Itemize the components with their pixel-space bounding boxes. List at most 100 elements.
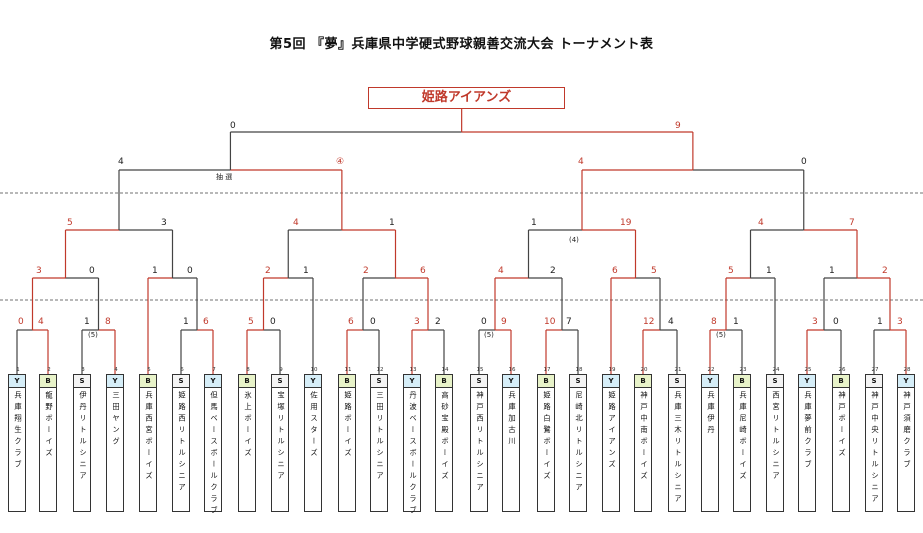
score-label: 0 — [370, 317, 376, 327]
team-league-badge: S — [471, 375, 487, 388]
team-league-badge: S — [173, 375, 189, 388]
team-number: 15 — [476, 367, 484, 373]
team-name: 兵庫尼崎ボーイズ — [739, 391, 748, 483]
score-label: 1 — [877, 317, 883, 327]
team-name: 神戸中南ボーイズ — [640, 391, 649, 483]
team-number: 5 — [147, 367, 151, 373]
score-label: 3 — [36, 266, 42, 276]
team-name: 兵庫三木リトルシニア — [674, 391, 683, 506]
score-label: 0 — [270, 317, 276, 327]
team-number: 7 — [212, 367, 216, 373]
score-label: 7 — [566, 317, 572, 327]
team-number: 10 — [310, 367, 318, 373]
team-name: 伊丹リトルシニア — [79, 391, 88, 483]
score-label: 7 — [849, 218, 855, 228]
score-label: 5 — [651, 266, 657, 276]
score-label: 12 — [643, 317, 655, 327]
score-label: 6 — [420, 266, 426, 276]
score-label: 2 — [265, 266, 271, 276]
score-label: 0 — [187, 266, 193, 276]
page-title: 第5回 『夢』兵庫県中学硬式野球親善交流大会 トーナメント表 — [269, 37, 654, 52]
team-name: 高砂宝殿ボーイズ — [441, 391, 450, 483]
match-note: (5) — [716, 331, 726, 339]
score-label: 10 — [544, 317, 556, 327]
team-name: 丹波ベースボールクラブ — [409, 391, 418, 518]
team-name: 尼崎北リトルシニア — [575, 391, 584, 495]
team-number: 19 — [608, 367, 616, 373]
score-label: 9 — [675, 121, 681, 131]
score-label: 1 — [84, 317, 90, 327]
score-label: 4 — [578, 157, 584, 167]
score-label: 1 — [152, 266, 158, 276]
team-number: 1 — [16, 367, 20, 373]
team-league-badge: B — [339, 375, 355, 388]
team-number: 6 — [180, 367, 184, 373]
team-number: 20 — [640, 367, 648, 373]
score-label: 4 — [118, 157, 124, 167]
score-label: 3 — [161, 218, 167, 228]
team-league-badge: B — [734, 375, 750, 388]
team-league-badge: Y — [898, 375, 914, 388]
team-name: 神戸中央リトルシニア — [871, 391, 880, 506]
team-league-badge: B — [833, 375, 849, 388]
team-number: 12 — [376, 367, 384, 373]
team-league-badge: Y — [9, 375, 25, 388]
match-note: (5) — [484, 331, 494, 339]
team-name: 兵庫西宮ボーイズ — [145, 391, 154, 483]
team-name: 姫路アイアンズ — [608, 391, 617, 472]
team-name: 神戸西リトルシニア — [476, 391, 485, 495]
team-league-badge: B — [40, 375, 56, 388]
score-label: 3 — [897, 317, 903, 327]
team-name: 兵庫伊丹 — [707, 391, 716, 437]
team-league-badge: S — [272, 375, 288, 388]
score-label: ④ — [336, 157, 345, 167]
score-label: 8 — [711, 317, 717, 327]
team-league-badge: S — [669, 375, 685, 388]
team-league-badge: B — [635, 375, 651, 388]
team-league-badge: Y — [503, 375, 519, 388]
team-league-badge: Y — [305, 375, 321, 388]
team-name: 佐用スターズ — [310, 391, 319, 460]
team-name: 三田ヤング — [112, 391, 121, 449]
score-label: 1 — [531, 218, 537, 228]
lottery-note: 抽 選 — [216, 173, 233, 181]
score-label: 5 — [728, 266, 734, 276]
team-number: 25 — [804, 367, 812, 373]
team-number: 16 — [508, 367, 516, 373]
score-label: 4 — [293, 218, 299, 228]
score-label: 1 — [183, 317, 189, 327]
score-label: 1 — [303, 266, 309, 276]
team-name: 龍野ボーイズ — [45, 391, 54, 460]
score-label: 1 — [829, 266, 835, 276]
score-label: 0 — [801, 157, 807, 167]
champion-box: 姫路アイアンズ — [368, 87, 565, 109]
team-number: 14 — [441, 367, 449, 373]
team-number: 26 — [838, 367, 846, 373]
score-label: 6 — [612, 266, 618, 276]
team-number: 24 — [772, 367, 780, 373]
team-number: 13 — [409, 367, 417, 373]
team-league-badge: S — [767, 375, 783, 388]
score-label: 1 — [389, 218, 395, 228]
team-league-badge: B — [239, 375, 255, 388]
score-label: 0 — [833, 317, 839, 327]
team-number: 22 — [707, 367, 715, 373]
score-label: 19 — [620, 218, 632, 228]
team-league-badge: Y — [603, 375, 619, 388]
